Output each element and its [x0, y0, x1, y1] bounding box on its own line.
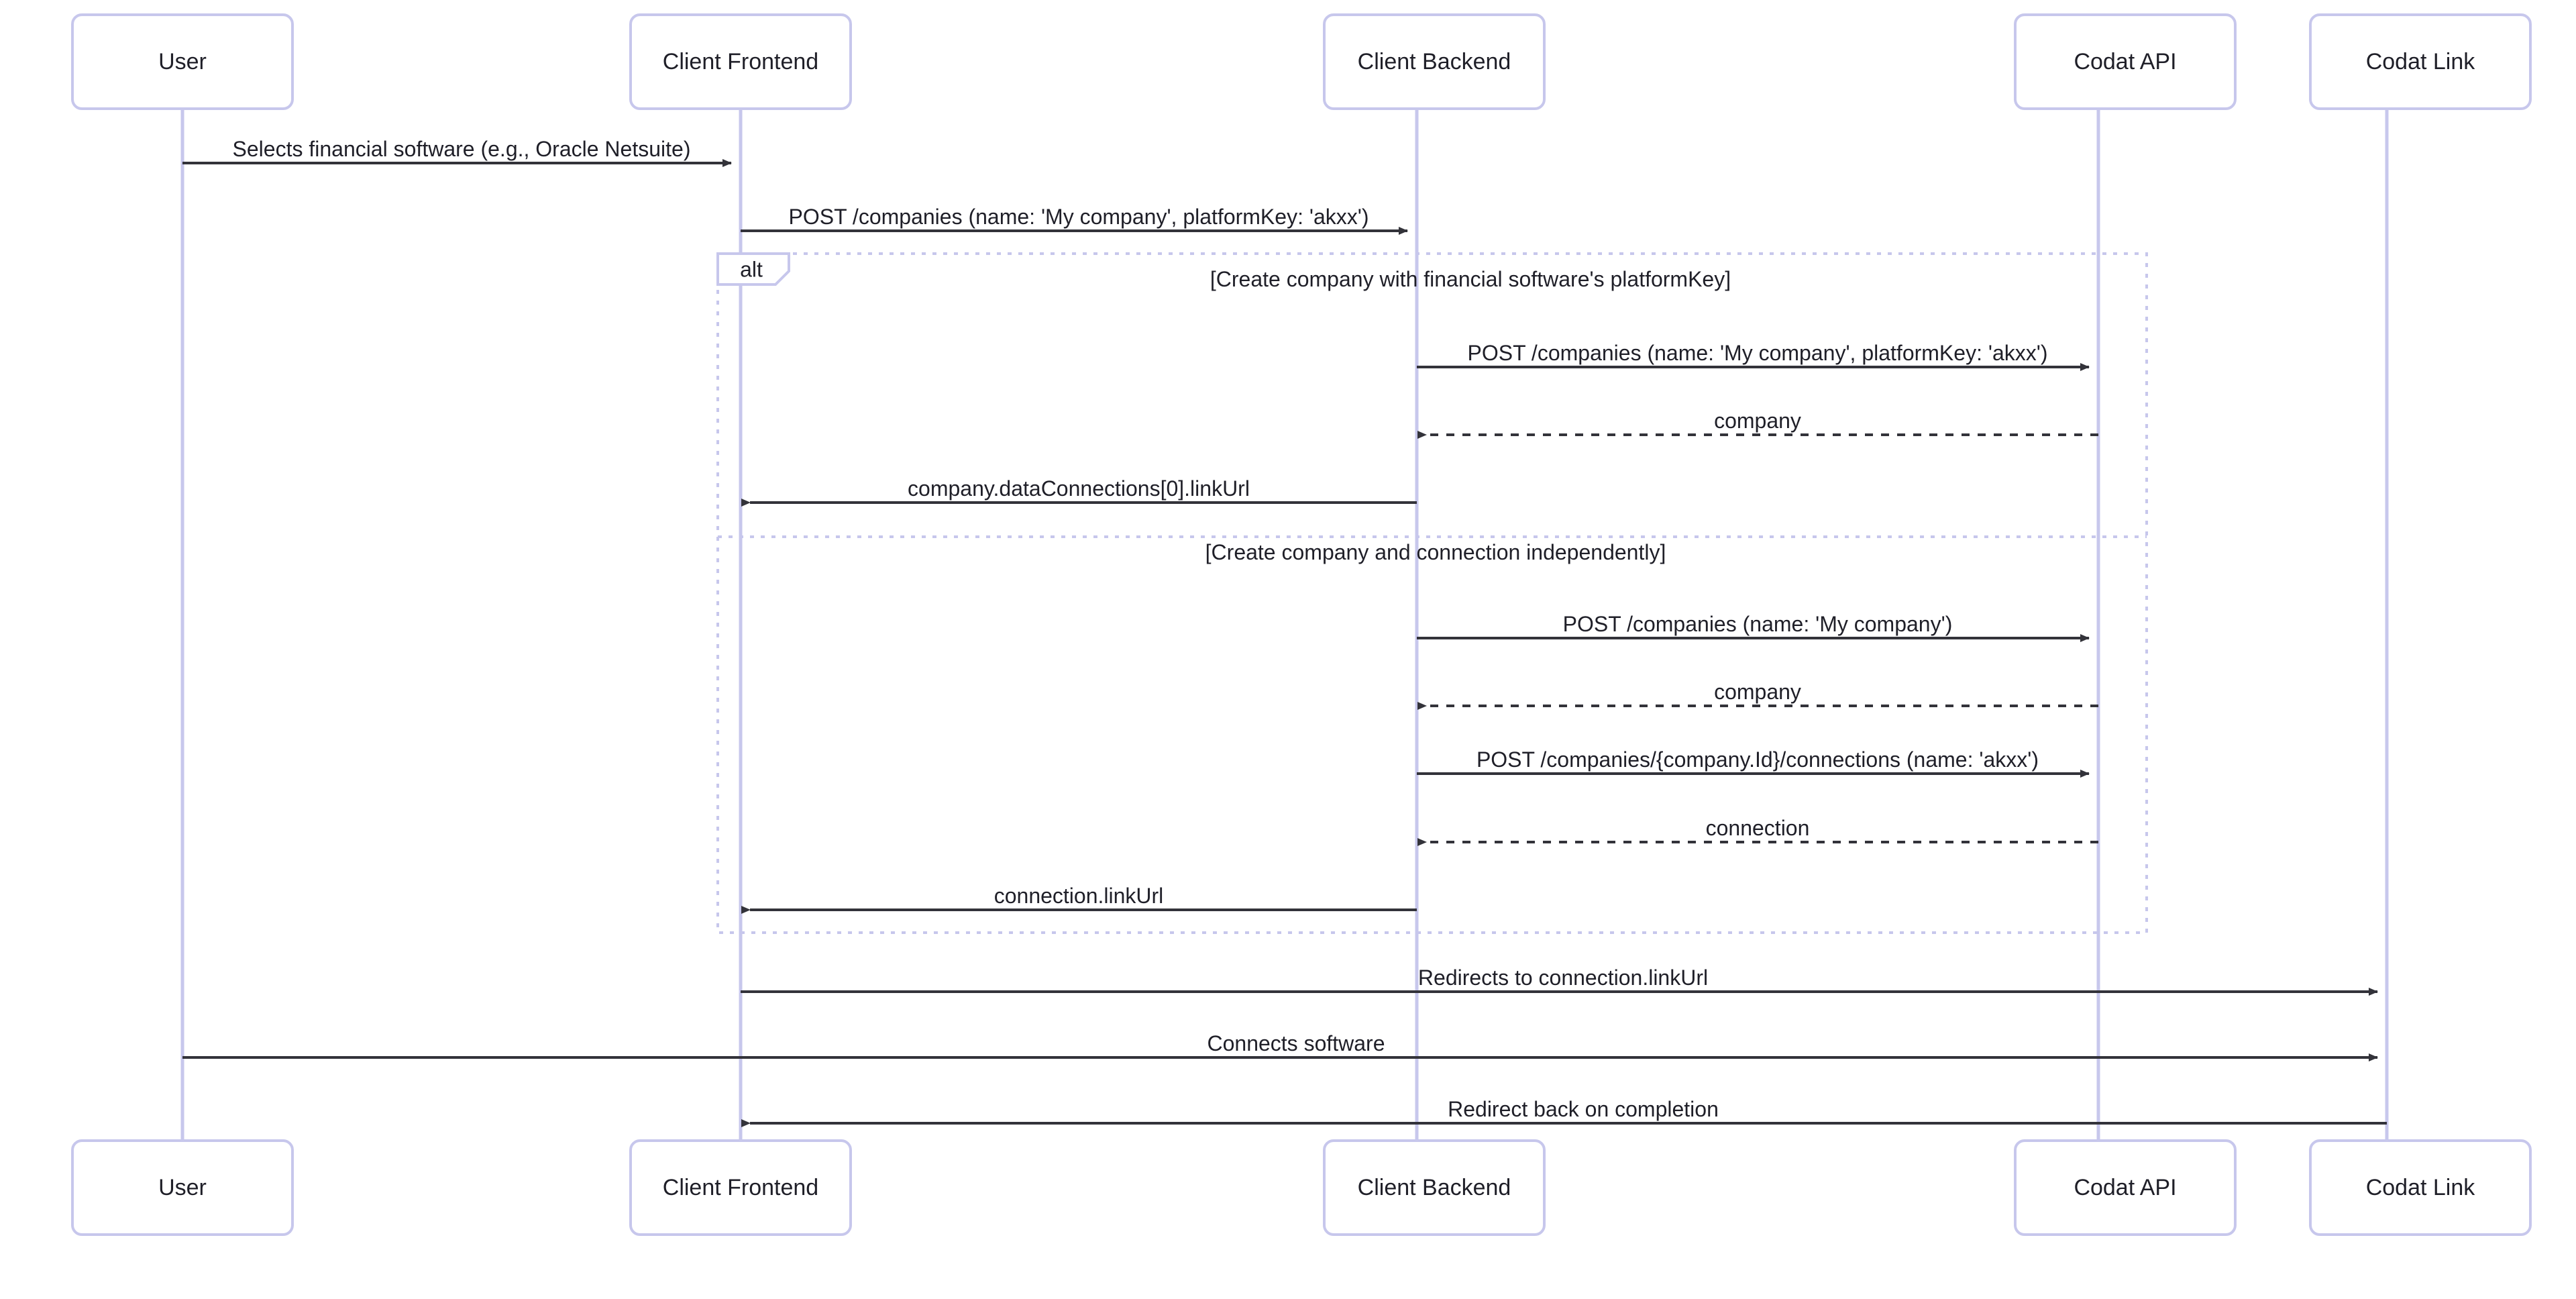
participant-box[interactable]	[2309, 13, 2532, 110]
participant-codat-link-top[interactable]: Codat Link	[2309, 13, 2532, 110]
participants-top: User Client Frontend Client Backend Coda…	[71, 13, 2532, 110]
message-post-companies-connections: POST /companies/{company.Id}/connections…	[1417, 747, 2090, 778]
participant-client-frontend-bottom[interactable]: Client Frontend	[629, 1139, 852, 1236]
alt-condition-label-2: [Create company and connection independe…	[1205, 540, 1666, 564]
participant-user-top[interactable]: User	[71, 13, 294, 110]
participant-box[interactable]	[629, 1139, 852, 1236]
participant-box[interactable]	[629, 13, 852, 110]
message-post-companies-platformkey-backend: POST /companies (name: 'My company', pla…	[1417, 341, 2090, 371]
message-company-response-1: company	[1417, 409, 2098, 439]
participant-user-bottom[interactable]: User	[71, 1139, 294, 1236]
message-redirects-to-connection-linkurl: Redirects to connection.linkUrl	[741, 966, 2378, 996]
message-label: POST /companies (name: 'My company', pla…	[1467, 341, 2047, 365]
alt-fragment-tab	[716, 252, 790, 286]
participant-codat-link-bottom[interactable]: Codat Link	[2309, 1139, 2532, 1236]
participants-bottom: User Client Frontend Client Backend Coda…	[71, 1139, 2532, 1236]
participant-label: Client Backend	[1358, 1175, 1511, 1200]
participant-label: User	[158, 1175, 207, 1200]
message-label: company	[1714, 680, 1801, 704]
participant-client-backend-bottom[interactable]: Client Backend	[1323, 1139, 1546, 1236]
alt-condition-label-1: [Create company with financial software'…	[1210, 267, 1731, 291]
participant-label: Codat API	[2074, 1175, 2176, 1200]
message-label: POST /companies (name: 'My company', pla…	[788, 205, 1368, 229]
message-selects-financial-software: Selects financial software (e.g., Oracle…	[182, 137, 732, 167]
message-label: Selects financial software (e.g., Oracle…	[233, 137, 691, 161]
participant-box[interactable]	[71, 13, 294, 110]
message-connection-linkurl: connection.linkUrl	[741, 884, 1417, 914]
participant-box[interactable]	[2014, 13, 2237, 110]
message-label: connection.linkUrl	[994, 884, 1164, 908]
participant-codat-api-top[interactable]: Codat API	[2014, 13, 2237, 110]
message-label: connection	[1706, 816, 1810, 840]
message-label: POST /companies (name: 'My company')	[1563, 612, 1953, 636]
message-connection-response: connection	[1417, 816, 2098, 846]
participant-label: Codat Link	[2366, 49, 2476, 74]
participant-label: Client Backend	[1358, 49, 1511, 74]
alt-fragment-tab-label: alt	[740, 257, 763, 281]
alt-fragment: alt [Create company with financial softw…	[716, 252, 2148, 934]
messages: Selects financial software (e.g., Oracle…	[182, 137, 2387, 1127]
participant-client-backend-top[interactable]: Client Backend	[1323, 13, 1546, 110]
message-company-response-2: company	[1417, 680, 2098, 710]
participant-label: Client Frontend	[663, 1175, 818, 1200]
message-label: Redirects to connection.linkUrl	[1418, 966, 1708, 990]
lifelines	[180, 109, 2389, 1141]
participant-box[interactable]	[2014, 1139, 2237, 1236]
message-post-companies-platformkey-frontend: POST /companies (name: 'My company', pla…	[741, 205, 1408, 235]
participant-client-frontend-top[interactable]: Client Frontend	[629, 13, 852, 110]
participant-box[interactable]	[1323, 13, 1546, 110]
alt-fragment-frame	[716, 252, 2148, 934]
message-company-dataconnections-linkurl: company.dataConnections[0].linkUrl	[741, 476, 1417, 507]
participant-label: Codat Link	[2366, 1175, 2476, 1200]
participant-label: User	[158, 49, 207, 74]
message-post-companies: POST /companies (name: 'My company')	[1417, 612, 2090, 642]
message-label: POST /companies/{company.Id}/connections…	[1477, 747, 2039, 772]
participant-label: Client Frontend	[663, 49, 818, 74]
message-connects-software: Connects software	[182, 1031, 2378, 1061]
message-label: Connects software	[1207, 1031, 1385, 1055]
message-label: Redirect back on completion	[1448, 1097, 1719, 1121]
participant-box[interactable]	[2309, 1139, 2532, 1236]
participant-box[interactable]	[1323, 1139, 1546, 1236]
participant-codat-api-bottom[interactable]: Codat API	[2014, 1139, 2237, 1236]
message-label: company	[1714, 409, 1801, 433]
participant-label: Codat API	[2074, 49, 2176, 74]
message-label: company.dataConnections[0].linkUrl	[908, 476, 1250, 501]
message-redirect-back-on-completion: Redirect back on completion	[741, 1097, 2387, 1127]
participant-box[interactable]	[71, 1139, 294, 1236]
